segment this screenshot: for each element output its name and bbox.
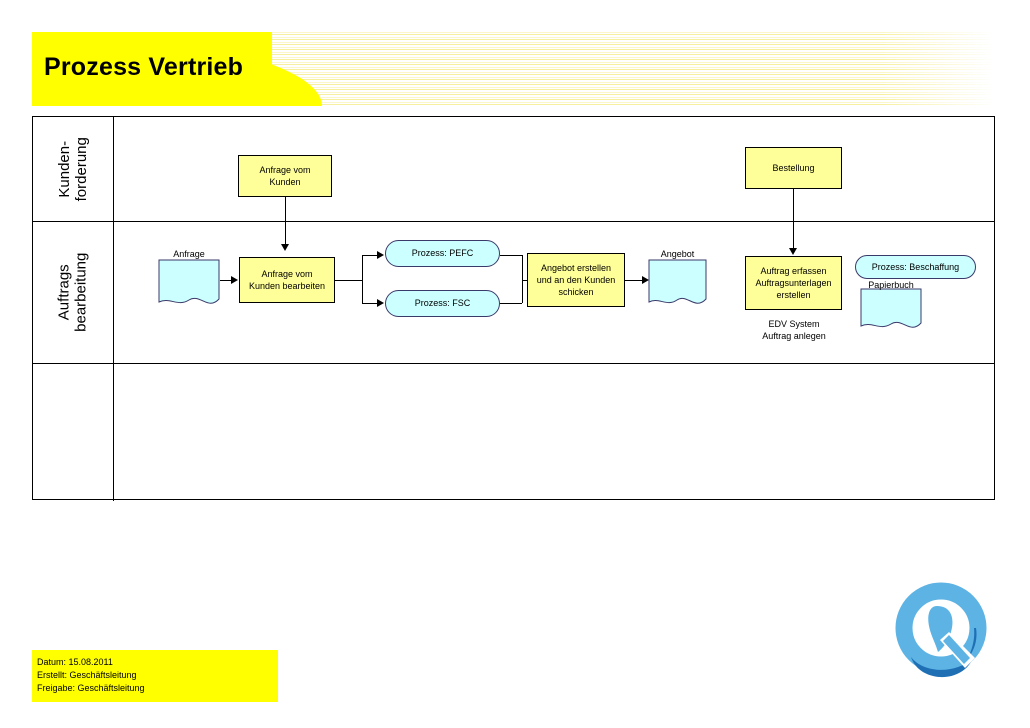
swimlane-row-empty — [33, 364, 994, 501]
connector-merge-bottom — [500, 303, 522, 304]
arrowhead-to-prozess-fsc — [377, 299, 384, 307]
page-title: Prozess Vertrieb — [44, 53, 244, 81]
node-label-line3: erstellen — [776, 290, 811, 301]
node-prozess-pefc[interactable]: Prozess: PEFC — [385, 240, 500, 267]
node-label: Angebot — [660, 249, 695, 259]
swimlane-table: Kunden- forderung Anfrage vom Kunden Bes… — [32, 116, 995, 501]
footer-erstellt: Erstellt: Geschäftsleitung — [37, 670, 137, 681]
node-label-line2: Kunden bearbeiten — [248, 281, 326, 291]
node-label: Prozess: FSC — [414, 298, 471, 309]
node-label-line1: Anfrage vom — [261, 268, 313, 279]
lane-label-line2: bearbeitung — [72, 252, 90, 333]
swimlane-body-kundenforderung: Anfrage vom Kunden Bestellung — [114, 117, 994, 222]
connector-merge-bar — [522, 255, 523, 303]
connector-anfrage-down-cont — [285, 222, 286, 245]
node-label-line3: schicken — [558, 287, 594, 298]
lane-label-line1: Auftrags — [55, 264, 73, 321]
node-label: Bestellung — [772, 162, 815, 173]
swimlane-row-kundenforderung: Kunden- forderung Anfrage vom Kunden Bes… — [33, 117, 994, 222]
node-label-line1: Auftrag erfassen — [760, 265, 827, 276]
node-label-line2: Auftragsunterlagen — [755, 277, 832, 288]
lane-label-line2: forderung — [73, 136, 90, 202]
node-label: Prozess: PEFC — [411, 248, 474, 259]
caption-edv-system: EDV System Auftrag anlegen — [735, 318, 853, 342]
footer-info-box: Datum: 15.08.2011 Erstellt: Geschäftslei… — [32, 650, 278, 702]
connector-bestellung-down — [793, 189, 794, 222]
node-label: Anfrage — [173, 249, 205, 259]
connector-bestellung-down-cont — [793, 222, 794, 249]
arrowhead-to-prozess-pefc — [377, 251, 384, 259]
connector-anfragedoc-to-bearbeiten — [220, 280, 232, 281]
node-angebot-document[interactable]: Angebot — [648, 249, 707, 309]
node-label: Papierbuch — [868, 280, 914, 290]
swimlane-body-empty — [114, 364, 994, 501]
swimlane-label-kundenforderung: Kunden- forderung — [33, 117, 114, 221]
connector-split-top — [362, 255, 378, 256]
node-anfrage-document[interactable]: Anfrage — [158, 249, 220, 309]
connector-anfrage-down — [285, 197, 286, 222]
footer-freigabe: Freigabe: Geschäftsleitung — [37, 683, 145, 694]
node-label: Prozess: Beschaffung — [871, 261, 960, 272]
node-anfrage-vom-kunden[interactable]: Anfrage vom Kunden — [238, 155, 332, 197]
connector-merge-top — [500, 255, 522, 256]
connector-split-stem — [335, 280, 362, 281]
header-yellow-block-solid — [32, 32, 272, 106]
arrowhead-to-anfrage-bearbeiten — [231, 276, 238, 284]
connector-split-bottom — [362, 303, 378, 304]
node-auftrag-erfassen[interactable]: Auftrag erfassen Auftragsunterlagen erst… — [745, 256, 842, 310]
connector-split-bar — [362, 255, 363, 303]
caption-line1: EDV System — [768, 319, 820, 329]
node-label-line1: Anfrage vom — [259, 164, 311, 175]
caption-line2: Auftrag anlegen — [762, 331, 826, 342]
node-anfrage-bearbeiten[interactable]: Anfrage vom Kunden bearbeiten — [239, 257, 335, 303]
node-label-line2: Kunden — [269, 177, 301, 187]
arrowhead-to-auftrag-erfassen — [789, 248, 797, 255]
swimlane-body-auftragsbearbeitung: Anfrage Anfrage vom Kunden bearbeiten P — [114, 222, 994, 363]
node-bestellung[interactable]: Bestellung — [745, 147, 842, 189]
node-label-line1: Angebot erstellen — [540, 262, 612, 273]
quality-q-logo — [893, 578, 989, 682]
swimlane-row-auftragsbearbeitung: Auftrags bearbeitung Anfrage — [33, 222, 994, 364]
node-angebot-erstellen[interactable]: Angebot erstellen und an den Kunden schi… — [527, 253, 625, 307]
swimlane-label-auftragsbearbeitung: Auftrags bearbeitung — [33, 222, 114, 363]
lane-label-line1: Kunden- — [55, 140, 73, 198]
arrowhead-to-angebot-doc — [642, 276, 649, 284]
swimlane-label-empty — [33, 364, 114, 501]
footer-datum: Datum: 15.08.2011 — [37, 657, 113, 667]
node-papierbuch-document[interactable]: Papierbuch — [860, 280, 922, 333]
page-header-band — [32, 32, 995, 106]
node-prozess-beschaffung[interactable]: Prozess: Beschaffung — [855, 255, 976, 279]
connector-angebot-to-doc — [625, 280, 643, 281]
node-label-line2: und an den Kunden — [536, 274, 616, 285]
node-prozess-fsc[interactable]: Prozess: FSC — [385, 290, 500, 317]
arrowhead-to-anfrage-doc — [281, 244, 289, 251]
